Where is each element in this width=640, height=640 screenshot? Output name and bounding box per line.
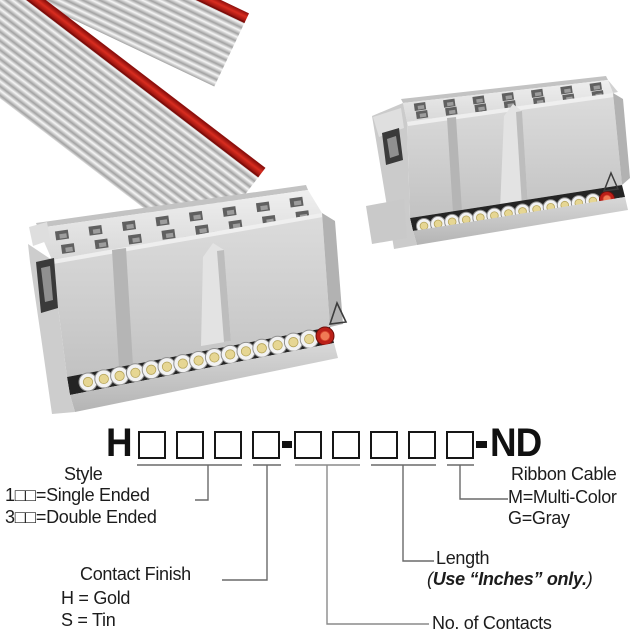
style-option-single-ended: 1□□=Single Ended [5, 485, 150, 505]
contact-finish-option-gold: H = Gold [61, 588, 131, 608]
ribbon-cable-option-multicolor: M=Multi-Color [508, 487, 617, 507]
part-number-dash [476, 441, 487, 448]
digit-box [446, 431, 474, 459]
part-number-suffix: ND [490, 421, 542, 465]
ribbon-cable-title: Ribbon Cable [511, 464, 617, 484]
style-title: Style [64, 464, 103, 484]
pin1-triangle-marker [328, 300, 348, 325]
ribbon-cable-a [0, 0, 250, 87]
style-leader [137, 464, 242, 501]
length-note-open-paren: ( [427, 569, 433, 589]
part-number-prefix: H [106, 421, 133, 465]
num-contacts-leader [295, 464, 429, 625]
left-connector [28, 185, 348, 414]
connector-holes [413, 82, 603, 112]
pin1-triangle-marker [602, 171, 620, 192]
num-contacts-title: No. of Contacts [432, 613, 552, 633]
digit-box [138, 431, 166, 459]
length-leader [371, 464, 436, 562]
right-connector [366, 76, 630, 249]
ribbon-cable-leader [447, 464, 508, 500]
length-note: (Use “Inches” only.) [427, 569, 593, 590]
style-option-double-ended: 3□□=Double Ended [5, 507, 157, 527]
ribbon-cable-b [0, 0, 266, 253]
contact-finish-option-tin: S = Tin [61, 610, 116, 630]
digit-box [294, 431, 322, 459]
connector-holes [54, 196, 304, 241]
digit-box [370, 431, 398, 459]
digit-box [214, 431, 242, 459]
digit-box [408, 431, 436, 459]
digit-box [176, 431, 204, 459]
digit-box [332, 431, 360, 459]
ribbon-cable-option-gray: G=Gray [508, 508, 570, 528]
part-number-dash [282, 441, 292, 448]
length-title: Length [436, 548, 490, 568]
contact-row [78, 326, 335, 392]
product-photo [0, 0, 630, 414]
contact-finish-leader [222, 464, 281, 581]
contact-finish-title: Contact Finish [80, 564, 191, 584]
length-note-close-paren: ) [586, 569, 593, 589]
length-note-text: Use “Inches” only. [432, 569, 587, 589]
digit-box [252, 431, 280, 459]
